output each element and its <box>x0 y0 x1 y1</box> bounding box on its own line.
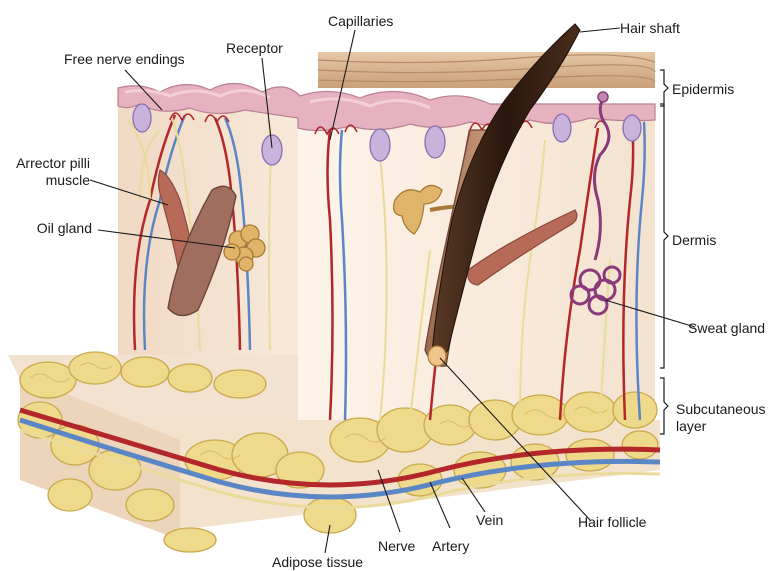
label-receptor: Receptor <box>226 40 283 56</box>
label-adipose-tissue: Adipose tissue <box>272 554 363 570</box>
label-subcutaneous-line2: layer <box>676 418 706 434</box>
label-subcutaneous-line1: Subcutaneous <box>676 401 766 417</box>
sweat-pore <box>598 92 608 102</box>
label-oil-gland: Oil gland <box>0 220 92 236</box>
label-sweat-gland: Sweat gland <box>688 320 765 336</box>
label-hair-follicle: Hair follicle <box>578 514 646 530</box>
label-free-nerve-endings: Free nerve endings <box>64 51 185 67</box>
label-vein: Vein <box>476 512 503 528</box>
label-dermis: Dermis <box>672 232 716 248</box>
label-nerve: Nerve <box>378 538 415 554</box>
hair-bulb <box>428 346 446 366</box>
label-hair-shaft: Hair shaft <box>620 20 680 36</box>
label-capillaries: Capillaries <box>328 13 393 29</box>
label-artery: Artery <box>432 538 469 554</box>
label-arrector-pili-line1: Arrector pilli <box>0 155 90 171</box>
skin-surface-top <box>318 52 655 88</box>
label-arrector-pili-line2: muscle <box>0 172 90 188</box>
layer-brackets <box>660 70 668 434</box>
label-epidermis: Epidermis <box>672 81 734 97</box>
